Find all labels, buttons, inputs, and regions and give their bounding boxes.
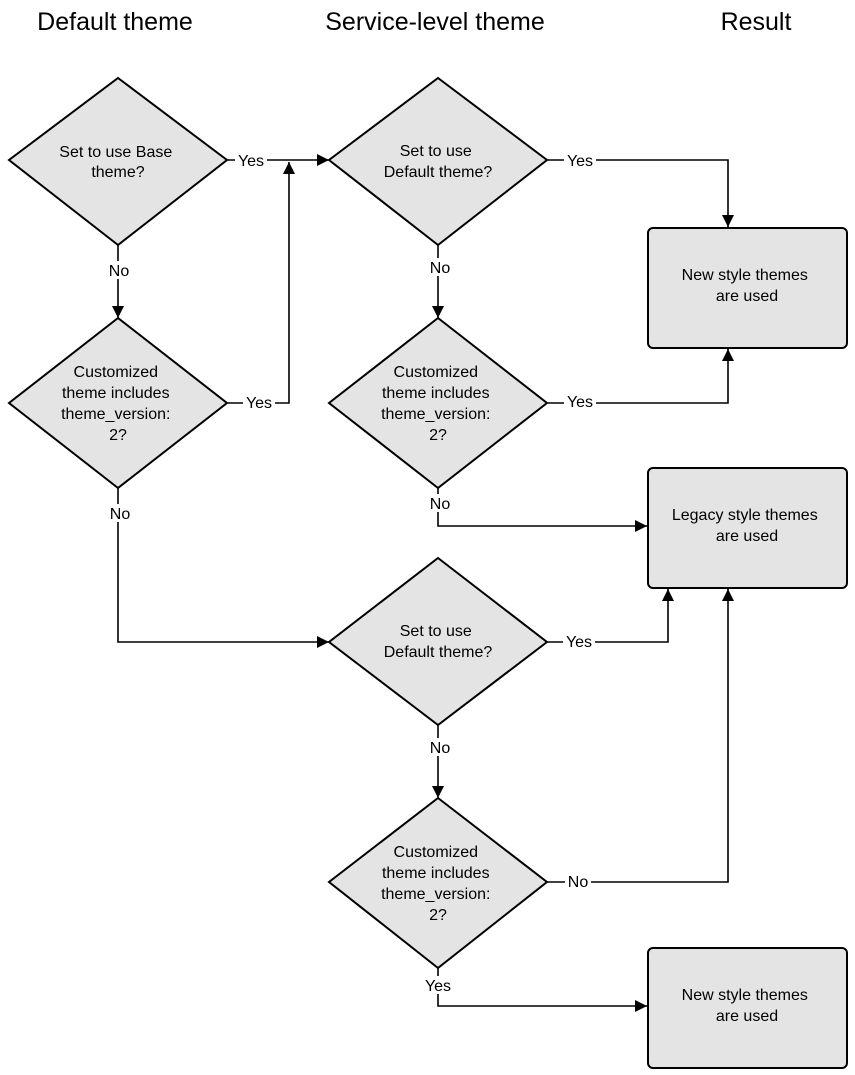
column-heading-service-level-theme: Service-level theme [325, 8, 545, 36]
decision-text-line: 2? [429, 907, 447, 924]
edge-label-s1-yes: Yes [567, 153, 593, 170]
result-r3: New style themes are used [647, 947, 848, 1069]
decision-diamond [327, 796, 549, 970]
edge-d2-no [117, 488, 329, 648]
result-r1: New style themes are used [647, 227, 848, 349]
result-text-line: are used [716, 1008, 778, 1025]
edge-labels: Yes No Yes No Yes No Yes No Yes No No Ye… [107, 151, 596, 995]
decision-text: Customized theme includes theme_version:… [381, 844, 495, 924]
edge-s2-no [437, 488, 647, 532]
decision-text: Set to use Default theme? [384, 623, 493, 661]
result-r2: Legacy style themes are used [647, 467, 848, 589]
edge-label-d2-yes: Yes [246, 395, 272, 412]
edge-label-s3-yes: Yes [566, 634, 592, 651]
decision-text-line: Customized [394, 844, 478, 861]
decision-text-line: Set to use [400, 623, 472, 640]
decision-text-line: theme includes [382, 865, 490, 882]
edge-label-d1-no: No [109, 263, 130, 280]
decision-text-line: Set to use Base [59, 144, 172, 161]
result-box [647, 467, 848, 589]
edge-label-s2-no: No [430, 496, 451, 513]
decision-text-line: theme_version: [381, 406, 490, 423]
decision-diamond [327, 556, 549, 727]
result-text-line: Legacy style themes [672, 507, 818, 524]
decision-text: Customized theme includes theme_version:… [61, 364, 175, 444]
decision-diamond [327, 316, 549, 490]
decision-text-line: Default theme? [384, 644, 493, 661]
decision-d2: Customized theme includes theme_version:… [7, 316, 229, 490]
edge-label-s1-no: No [430, 260, 451, 277]
decision-text: Set to use Default theme? [384, 143, 493, 181]
edge-label-s4-yes: Yes [425, 978, 451, 995]
decision-s1: Set to use Default theme? [327, 76, 549, 247]
result-text-line: are used [716, 288, 778, 305]
decision-text-line: 2? [429, 427, 447, 444]
decision-text: Customized theme includes theme_version:… [381, 364, 495, 444]
decision-text-line: theme? [91, 164, 144, 181]
decision-diamond [7, 76, 229, 247]
column-heading-default-theme: Default theme [37, 8, 193, 36]
edge-s4-yes [437, 968, 647, 1012]
decision-d1: Set to use Base theme? [7, 76, 229, 247]
result-text: New style themes are used [682, 987, 813, 1025]
result-text: New style themes are used [682, 267, 813, 305]
decision-text-line: theme includes [382, 385, 490, 402]
result-box [647, 947, 848, 1069]
decision-text-line: 2? [109, 427, 127, 444]
result-text: Legacy style themes are used [672, 507, 822, 545]
decision-text-line: theme_version: [61, 406, 170, 423]
decision-diamond [327, 76, 549, 247]
edge-label-s3-no: No [430, 740, 451, 757]
result-text-line: New style themes [682, 267, 808, 284]
decision-s2: Customized theme includes theme_version:… [327, 316, 549, 490]
edge-s4-no [547, 589, 734, 883]
column-heading-result: Result [721, 8, 792, 36]
decision-text: Set to use Base theme? [59, 144, 176, 181]
decision-text-line: Customized [74, 364, 158, 381]
edge-label-d2-no: No [110, 506, 131, 523]
decision-text-line: Customized [394, 364, 478, 381]
decision-text-line: theme_version: [381, 886, 490, 903]
edge-label-d1-yes: Yes [238, 153, 264, 170]
decision-s3: Set to use Default theme? [327, 556, 549, 727]
decision-diamond [7, 316, 229, 490]
result-box [647, 227, 848, 349]
edge-label-s2-yes: Yes [567, 394, 593, 411]
decision-text-line: Default theme? [384, 164, 493, 181]
decision-text-line: Set to use [400, 143, 472, 160]
result-text-line: New style themes [682, 987, 808, 1004]
result-text-line: are used [716, 528, 778, 545]
decision-text-line: theme includes [62, 385, 170, 402]
edge-s1-yes [547, 159, 734, 227]
edge-label-s4-no: No [568, 874, 589, 891]
edge-d2-yes [227, 162, 295, 404]
edge-s2-yes [547, 349, 734, 404]
decision-s4: Customized theme includes theme_version:… [327, 796, 549, 970]
